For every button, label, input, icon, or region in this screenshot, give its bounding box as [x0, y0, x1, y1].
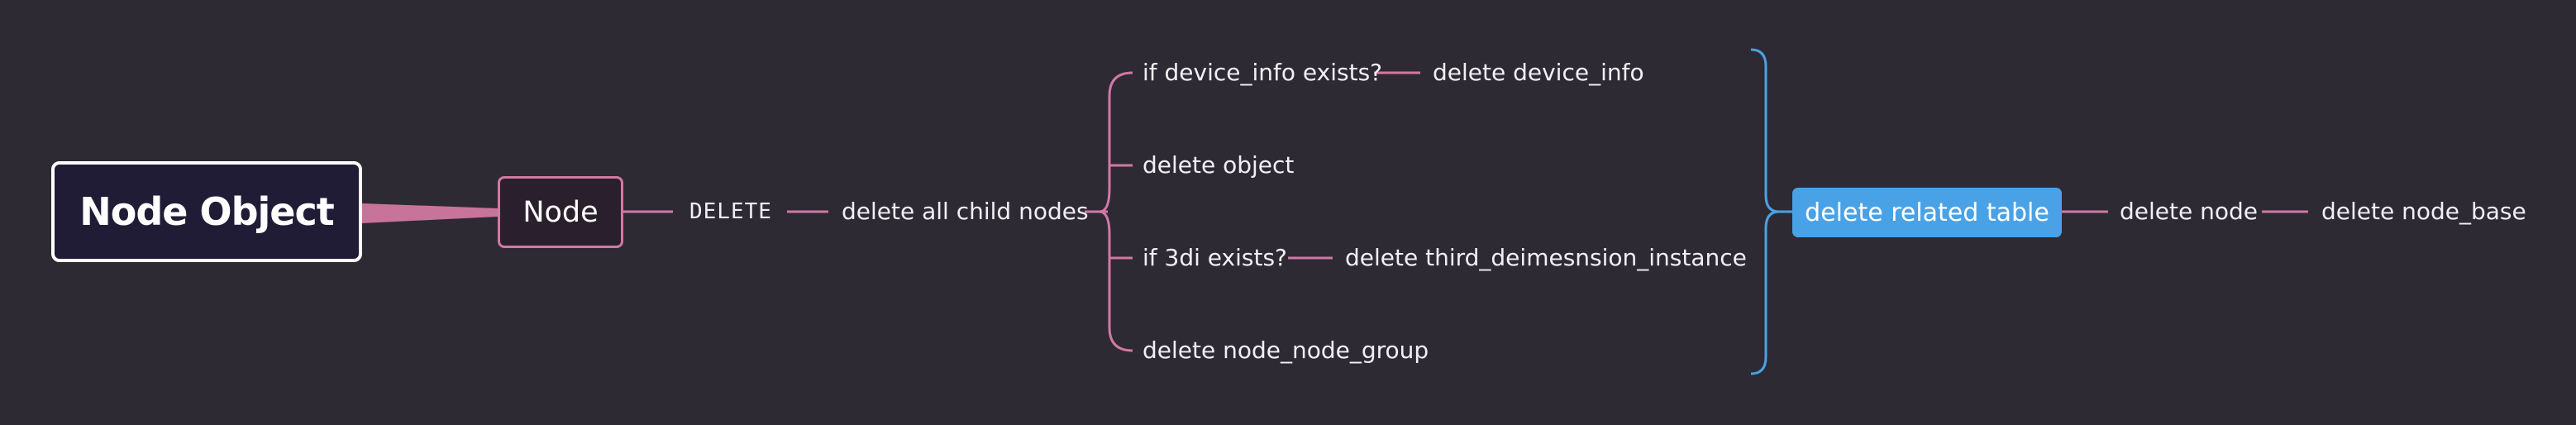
summary-delete-related-table[interactable]: delete related table	[1792, 188, 2062, 237]
branch-device-info-check[interactable]: if device_info exists?	[1143, 59, 1383, 86]
branch-delete-node-node-group[interactable]: delete node_node_group	[1143, 337, 1429, 364]
leaf-delete-third-dimension-instance[interactable]: delete third_deimesnsion_instance	[1345, 244, 1747, 271]
step-delete-child-nodes[interactable]: delete all child nodes	[842, 198, 1089, 225]
root-topic[interactable]: Node Object	[51, 161, 362, 262]
root-connector	[362, 203, 498, 223]
after-delete-node-base[interactable]: delete node_base	[2321, 198, 2526, 225]
main-topic-node[interactable]: Node	[498, 176, 623, 248]
branch-brace	[1099, 71, 1133, 352]
after-delete-node[interactable]: delete node	[2120, 198, 2258, 225]
branch-delete-object[interactable]: delete object	[1143, 151, 1295, 179]
leaf-delete-device-info[interactable]: delete device_info	[1433, 59, 1644, 86]
action-delete[interactable]: DELETE	[689, 199, 772, 224]
branch-3di-check[interactable]: if 3di exists?	[1143, 244, 1287, 271]
summary-brace	[1750, 48, 1780, 375]
